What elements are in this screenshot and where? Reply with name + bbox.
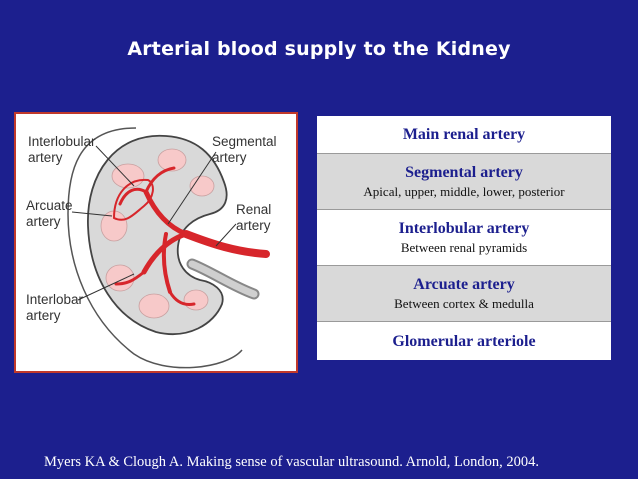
renal-artery xyxy=(182,230,270,258)
row-subtext: Between cortex & medulla xyxy=(394,296,534,311)
arterial-tree xyxy=(114,166,270,306)
citation: Myers KA & Clough A. Making sense of vas… xyxy=(44,454,539,470)
label-line: Interlobular artery xyxy=(28,134,96,165)
label-arcuate-artery: Arcuate artery xyxy=(26,198,73,230)
kidney-illustration xyxy=(67,127,270,369)
label-line: Segmental artery xyxy=(212,134,277,165)
pyramid xyxy=(157,148,187,172)
row-heading: Glomerular arteriole xyxy=(392,332,536,350)
row-heading: Arcuate artery xyxy=(413,276,515,293)
table-row: Main renal artery xyxy=(317,116,611,154)
table-row: Arcuate artery Between cortex & medulla xyxy=(317,266,611,322)
pyramid xyxy=(189,175,215,197)
label-segmental-artery: Segmental artery xyxy=(212,134,277,166)
pyramid xyxy=(105,264,135,292)
kidney-figure: Interlobular artery Segmental artery Arc… xyxy=(14,112,298,373)
table-row: Glomerular arteriole xyxy=(317,322,611,360)
pyramid xyxy=(138,293,170,319)
slide-title: Arterial blood supply to the Kidney xyxy=(127,38,511,60)
row-heading: Segmental artery xyxy=(405,164,523,181)
label-line: Arcuate artery xyxy=(26,198,73,229)
table-row: Segmental artery Apical, upper, middle, … xyxy=(317,154,611,210)
capsule-outline xyxy=(67,127,243,369)
label-line: Renal artery xyxy=(236,202,272,233)
row-heading: Main renal artery xyxy=(402,126,526,143)
row-subtext: Between renal pyramids xyxy=(400,240,528,255)
label-interlobar-artery: Interlobar artery xyxy=(26,292,83,324)
label-interlobular-artery: Interlobular artery xyxy=(28,134,96,166)
table-row: Interlobular artery Between renal pyrami… xyxy=(317,210,611,266)
row-heading: Interlobular artery xyxy=(398,220,530,237)
pointer-lines xyxy=(71,145,237,301)
arcuate-loop xyxy=(112,178,154,221)
artery-hierarchy-table: Main renal artery Segmental artery Apica… xyxy=(317,116,611,360)
row-subtext: Apical, upper, middle, lower, posterior xyxy=(363,184,565,199)
pyramid xyxy=(183,289,209,311)
label-renal-artery: Renal artery xyxy=(236,202,271,234)
label-line: Interlobar artery xyxy=(26,292,84,323)
